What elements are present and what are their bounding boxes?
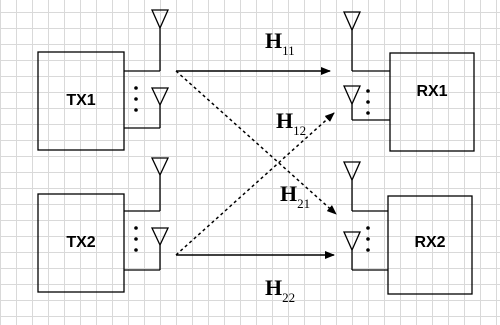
rx2-unit xyxy=(342,161,473,295)
channel-h12-arrow xyxy=(175,112,335,256)
tx1-box xyxy=(37,51,125,151)
tx2-unit xyxy=(37,157,170,293)
channel-h12-symbol: H xyxy=(276,108,294,133)
rx2-antenna-top-icon xyxy=(342,161,362,182)
tx2-antenna-top-icon xyxy=(150,157,170,177)
channel-h12-subscript: 12 xyxy=(293,123,307,138)
channel-h22-symbol: H xyxy=(265,275,283,300)
channel-h11-subscript: 11 xyxy=(282,43,295,58)
tx1-label: TX1 xyxy=(66,92,96,109)
channel-h21-label: H21 xyxy=(280,181,310,211)
rx2-antenna-dots xyxy=(366,226,370,252)
tx2-label: TX2 xyxy=(66,234,96,251)
channel-h22-subscript: 22 xyxy=(282,290,296,305)
channel-h21-arrow xyxy=(175,70,337,215)
channel-h21-subscript: 21 xyxy=(297,196,311,211)
tx1-antenna-dots xyxy=(134,86,138,112)
tx1-antenna-bottom-icon xyxy=(150,87,170,107)
tx2-antenna-dots xyxy=(134,226,138,252)
tx1-antenna-top-icon xyxy=(150,9,170,30)
channel-h11-symbol: H xyxy=(265,28,283,53)
channel-h21-symbol: H xyxy=(280,181,298,206)
rx2-box xyxy=(387,195,473,295)
rx1-antenna-top-icon xyxy=(342,11,362,32)
rx1-antenna-bottom-icon xyxy=(342,85,362,106)
tx1-unit xyxy=(37,9,170,151)
channel-h11-label: H11 xyxy=(265,28,295,58)
rx1-label: RX1 xyxy=(416,83,448,100)
channel-h12-label: H12 xyxy=(276,108,306,138)
tx2-box xyxy=(37,193,125,293)
rx1-box xyxy=(389,52,475,152)
rx1-antenna-dots xyxy=(366,89,370,115)
channel-h22-label: H22 xyxy=(265,275,295,305)
rx2-antenna-bottom-icon xyxy=(342,231,362,252)
rx2-label: RX2 xyxy=(414,234,446,251)
rx1-unit xyxy=(342,11,475,152)
tx2-antenna-bottom-icon xyxy=(150,227,170,247)
